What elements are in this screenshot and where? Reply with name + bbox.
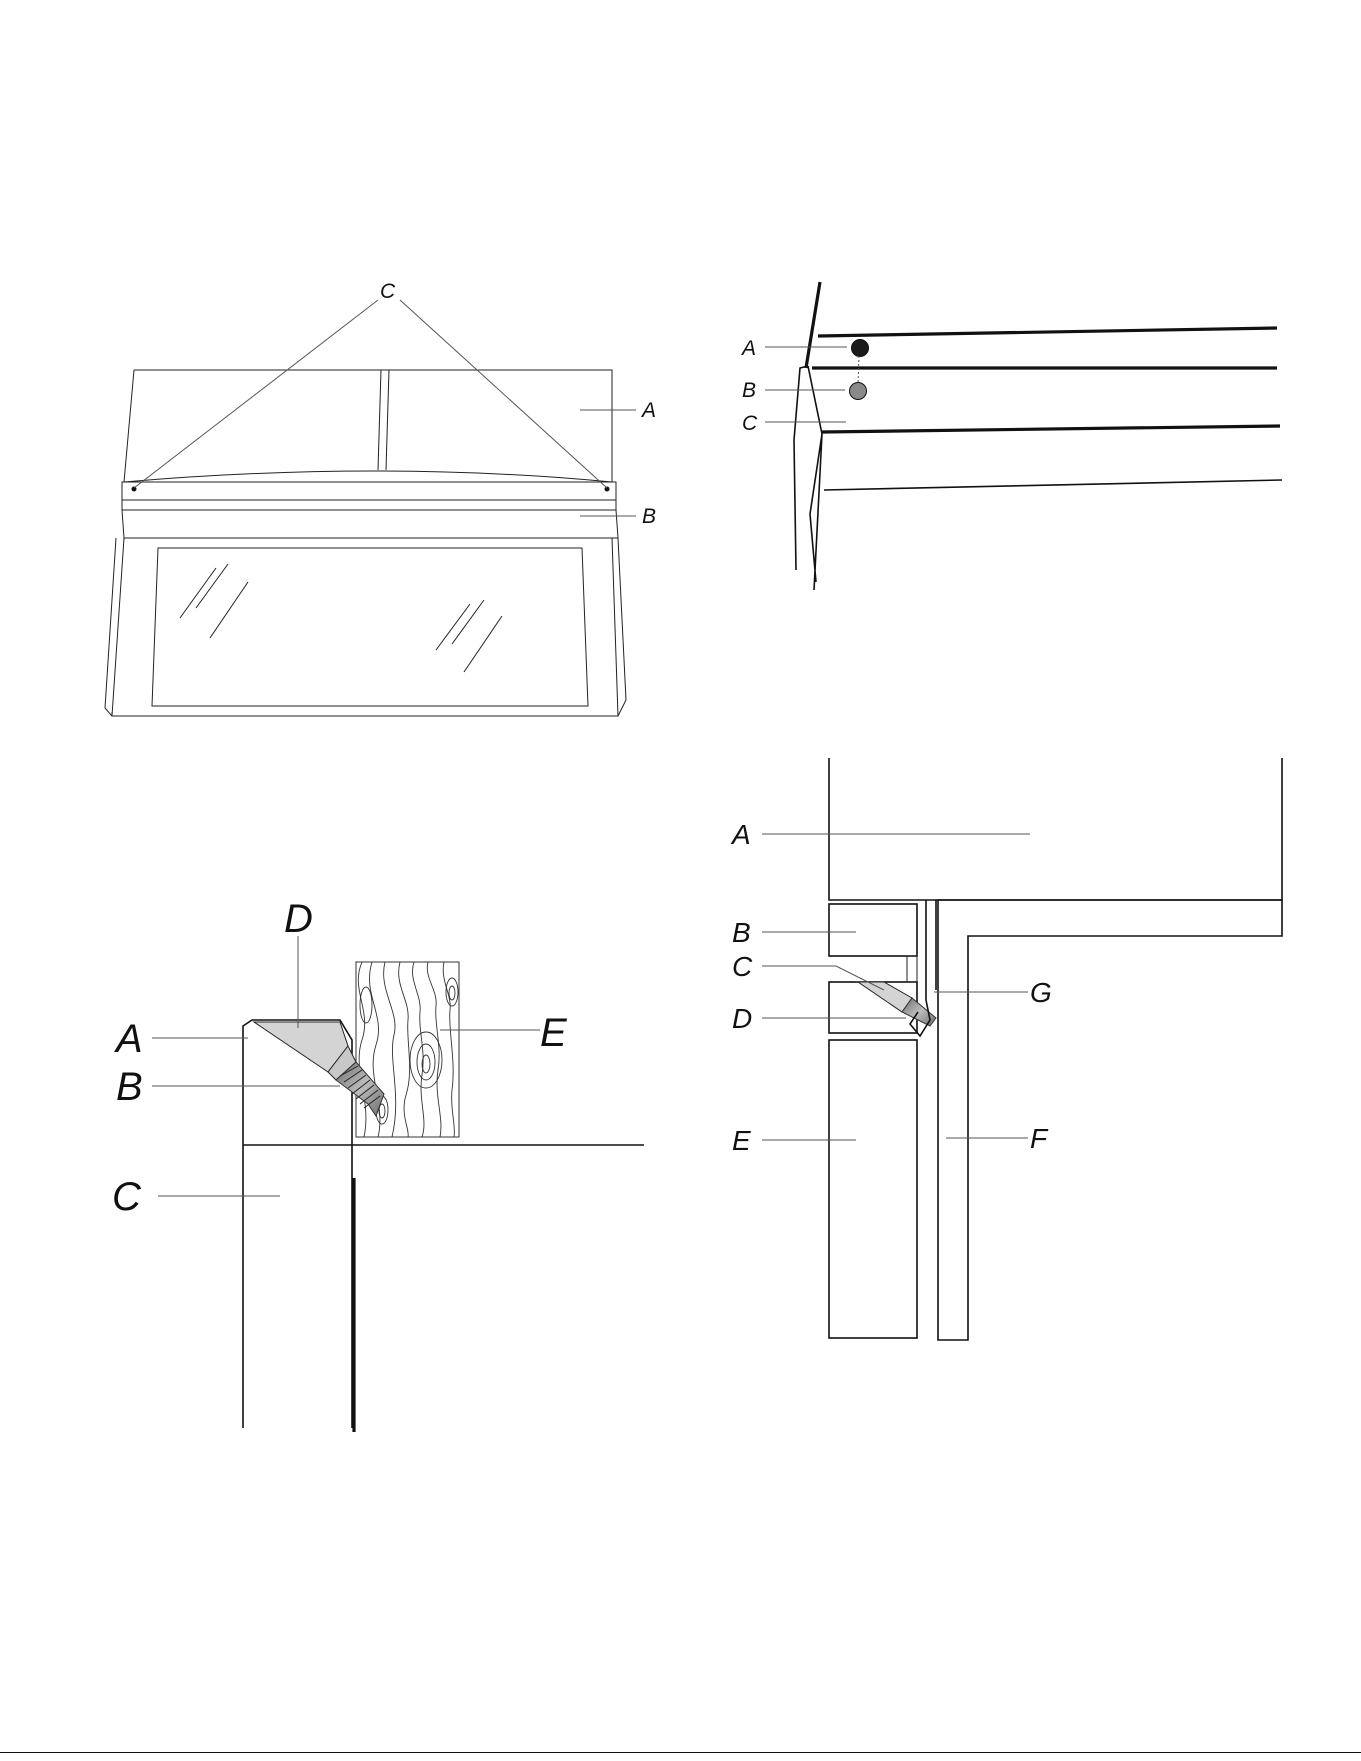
label-g: G (1030, 977, 1052, 1008)
label-d: D (732, 1003, 752, 1034)
rail-top (818, 328, 1277, 336)
label-e: E (540, 1011, 568, 1055)
label-b: B (742, 379, 756, 402)
screw-right (605, 487, 610, 492)
label-e: E (732, 1125, 751, 1156)
label-a: A (730, 819, 751, 850)
figure-1-range-hood: C A B (105, 280, 656, 716)
figure-3-screw-into-wood: A B C D E (112, 897, 644, 1432)
label-b: B (116, 1065, 143, 1109)
glass-reflection-right (436, 600, 502, 672)
figure-4-cross-section: A B C D E F G (730, 758, 1282, 1340)
label-b: B (642, 505, 656, 528)
label-c: C (742, 412, 758, 435)
hole-alignment-dotted (858, 356, 859, 384)
glass-reflection-left (180, 564, 248, 638)
block-b (829, 904, 917, 956)
label-a: A (640, 399, 656, 422)
label-d: D (284, 897, 313, 941)
hood-profile (938, 900, 1282, 1340)
screw-head (858, 982, 912, 1012)
rail-lower (822, 426, 1280, 432)
upper-cabinet (829, 758, 1282, 900)
label-c: C (732, 951, 753, 982)
hood-canopy-arch (124, 471, 612, 482)
panel-outline (243, 1020, 352, 1428)
hood-front-rail (122, 482, 618, 538)
label-c: C (112, 1175, 142, 1219)
label-a: A (740, 337, 756, 360)
hood-inner-flange (926, 900, 936, 1000)
figure-2-rail-detail: A B C (740, 282, 1282, 590)
callout-c-leader-right (400, 300, 607, 488)
page-bottom-rule (0, 1752, 1361, 1753)
label-c: C (380, 280, 396, 303)
block-e (829, 1040, 917, 1338)
hood-lower-canopy (105, 538, 618, 716)
hood-center-seam (378, 370, 389, 470)
side-bracket (794, 366, 822, 590)
hole-a (852, 340, 869, 357)
wood-block (356, 962, 459, 1137)
rail-bottom (824, 480, 1282, 490)
spacer (907, 956, 917, 982)
label-a: A (114, 1017, 143, 1061)
hole-b (850, 383, 867, 400)
callout-c-leader-left (134, 300, 378, 488)
label-b: B (732, 917, 751, 948)
side-panel-edge (806, 282, 820, 368)
label-f: F (1030, 1123, 1049, 1154)
